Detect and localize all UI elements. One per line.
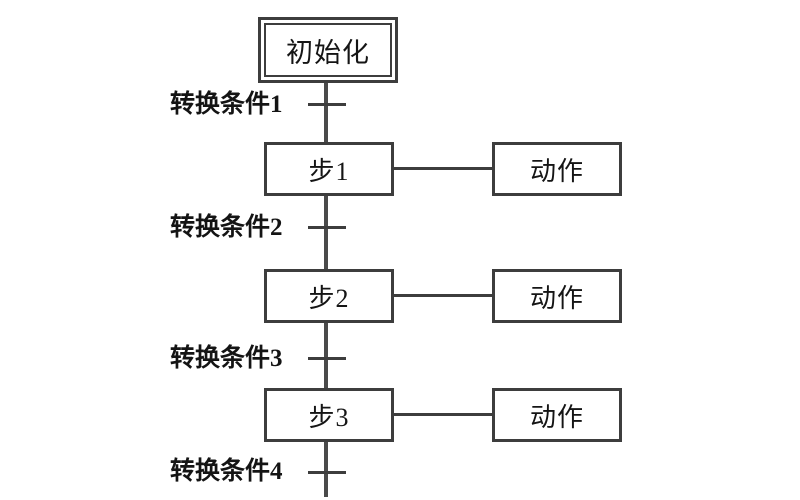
transition-label-2: 转换条件2 <box>170 214 283 241</box>
step-box-1: 步1 <box>264 142 394 196</box>
transition-bar-2 <box>308 226 346 229</box>
action-box-1: 动作 <box>492 142 622 196</box>
step-box-2: 步2 <box>264 269 394 323</box>
transition-label-1: 转换条件1 <box>170 91 283 118</box>
connector-line-3 <box>394 413 492 416</box>
initial-step-box: 初始化 <box>258 17 398 83</box>
initial-step-label: 初始化 <box>264 23 392 77</box>
flow-line-segment-4 <box>324 442 328 497</box>
flow-line-segment-1 <box>324 83 328 142</box>
transition-label-3: 转换条件3 <box>170 345 283 372</box>
flow-line-segment-2 <box>324 196 328 269</box>
connector-line-1 <box>394 167 492 170</box>
flow-line-segment-3 <box>324 323 328 388</box>
transition-bar-3 <box>308 357 346 360</box>
transition-bar-4 <box>308 471 346 474</box>
connector-line-2 <box>394 294 492 297</box>
step-box-3: 步3 <box>264 388 394 442</box>
action-box-3: 动作 <box>492 388 622 442</box>
action-box-2: 动作 <box>492 269 622 323</box>
transition-bar-1 <box>308 103 346 106</box>
transition-label-4: 转换条件4 <box>170 458 283 485</box>
